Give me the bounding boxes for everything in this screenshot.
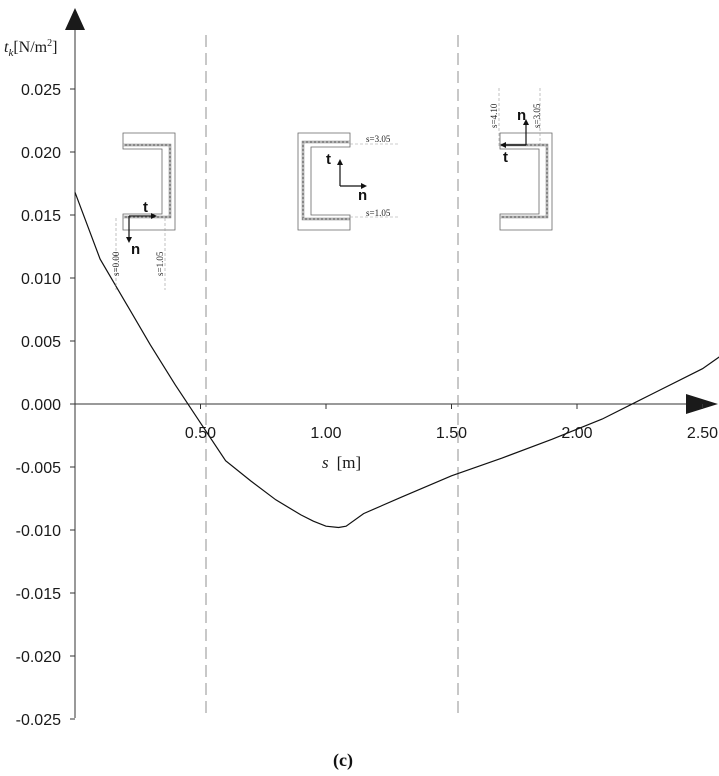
right-s2-label: s=3.05 [532, 103, 542, 128]
middle-s2-label: s=1.05 [366, 208, 391, 218]
y-axis-arrow [65, 8, 85, 30]
y-tick-label: -0.015 [16, 586, 61, 603]
middle-s1-label: s=3.05 [366, 134, 391, 144]
right-n-label: n [517, 107, 526, 124]
left-s2-label: s=1.05 [155, 251, 165, 276]
middle-n-label: n [358, 187, 367, 204]
x-tick-label: 0.50 [185, 425, 216, 442]
y-tick-label: 0.020 [21, 145, 61, 162]
y-tick-label: 0.000 [21, 397, 61, 414]
figure-caption: (c) [333, 750, 353, 771]
y-tick-label: 0.005 [21, 334, 61, 351]
x-tick-label: 2.00 [561, 425, 592, 442]
y-tick-label: -0.005 [16, 460, 61, 477]
y-tick-label: -0.025 [16, 712, 61, 729]
y-tick-label: -0.010 [16, 523, 61, 540]
left-n-label: n [131, 241, 140, 258]
y-tick-label: 0.015 [21, 208, 61, 225]
left-t-label: t [143, 199, 148, 216]
x-ticks: 0.501.001.502.002.503.003.504.004.50 [185, 404, 718, 442]
cross-section-middle: t n s=3.05 s=1.05 [297, 132, 400, 231]
y-tick-label: 0.025 [21, 82, 61, 99]
x-tick-label: 2.50 [687, 425, 718, 442]
cross-section-right: n t s=4.10 s=3.05 [489, 88, 553, 231]
x-tick-label: 1.50 [436, 425, 467, 442]
y-tick-label: 0.010 [21, 271, 61, 288]
x-tick-label: 1.00 [310, 425, 341, 442]
x-axis-label: s[m] [322, 453, 361, 472]
right-s1-label: s=4.10 [489, 103, 499, 128]
y-ticks: 0.025 0.020 0.015 0.010 0.005 0.000 -0.005 -0.0… [16, 82, 75, 729]
right-t-label: t [503, 149, 508, 166]
left-s1-label: s=0.00 [111, 251, 121, 276]
series-line [74, 192, 719, 529]
cross-section-left: t n s=0.00 s=1.05 [111, 132, 176, 290]
y-tick-label: -0.020 [16, 649, 61, 666]
y-axis-label: tk[N/m2] [4, 38, 57, 59]
middle-t-label: t [326, 151, 331, 168]
